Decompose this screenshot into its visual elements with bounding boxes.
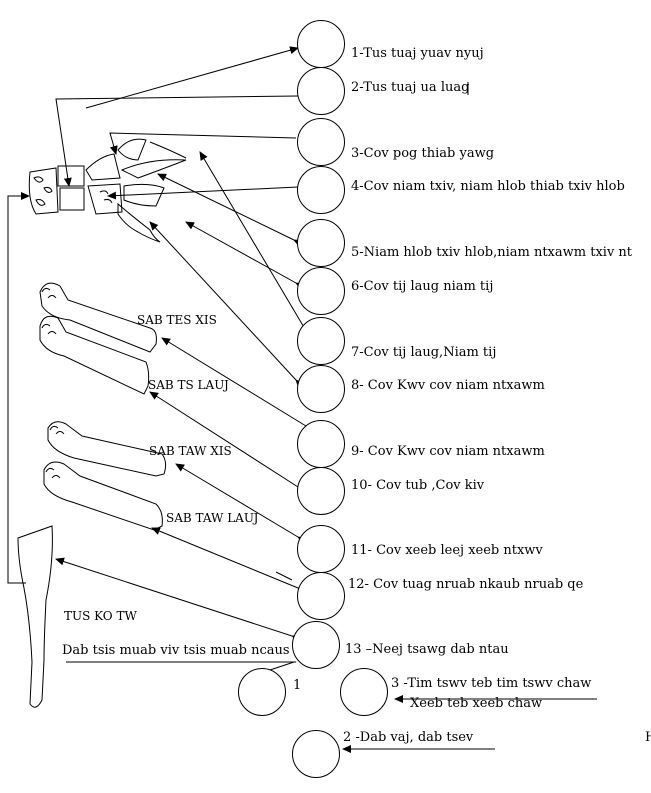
label-circle-4: 4-Cov niam txiv, niam hlob thiab txiv hl… [351,179,625,194]
circle-5 [297,219,345,267]
label-bottom-2: 2 -Dab vaj, dab tsev [343,730,474,745]
label-circle-11: 11- Cov xeeb leej xeeb ntxwv [351,543,543,558]
label-sab-tes-xis: SAB TES XIS [137,313,217,327]
label-sab-taw-xis: SAB TAW XIS [149,444,232,458]
circle-bottom-2 [292,730,340,778]
circle-3 [297,118,345,166]
label-circle-13: 13 –Neej tsawg dab ntau [345,642,509,657]
label-circle-5: 5-Niam hlob txiv hlob,niam ntxawm txiv n… [351,245,633,260]
circle-2 [297,67,345,115]
label-circle-9: 9- Cov Kwv cov niam ntxawm [351,444,545,459]
label-circle-8: 8- Cov Kwv cov niam ntxawm [351,378,545,393]
label-circle-2: 2-Tus tuaj ua luag [351,80,470,95]
edge-letter: H [645,730,651,745]
label-bottom-3-line1: 3 -Tim tswv teb tim tswv chaw [391,676,592,691]
label-sab-taw-lauj: SAB TAW LAUJ [166,511,259,525]
dab-tsis-muab-text: Dab tsis muab viv tsis muab ncaus [62,643,290,658]
circle-4 [297,166,345,214]
label-bottom-3-line2: Xeeb teb xeeb chaw [410,696,543,711]
head-bones [28,138,187,243]
label-circle-3: 3-Cov pog thiab yawg [351,146,495,161]
circle-bottom-3 [340,668,388,716]
label-sab-ts-lauj: SAB TS LAUJ [148,378,229,392]
label-circle-7: 7-Cov tij laug,Niam tij [351,345,497,360]
circle-bottom-1 [238,668,286,716]
kinship-circles [238,20,388,778]
circle-12 [297,572,345,620]
circle-10 [297,467,345,515]
circle-11 [297,525,345,573]
circle-13 [292,621,340,669]
circle-7 [297,317,345,365]
label-tus-ko-tw: TUS KO TW [64,609,137,623]
connector-arrows [7,46,597,753]
label-bottom-1: 1 [293,678,302,693]
label-circle-1: 1-Tus tuaj yuav nyuj [351,46,484,61]
circle-1 [297,20,345,68]
label-circle-12: 12- Cov tuag nruab nkaub nruab qe [348,577,584,592]
circle-9 [297,420,345,468]
circle-6 [297,267,345,315]
label-circle-6: 6-Cov tij laug niam tij [351,279,494,294]
circle-8 [297,365,345,413]
label-circle-10: 10- Cov tub ,Cov kiv [351,478,485,493]
